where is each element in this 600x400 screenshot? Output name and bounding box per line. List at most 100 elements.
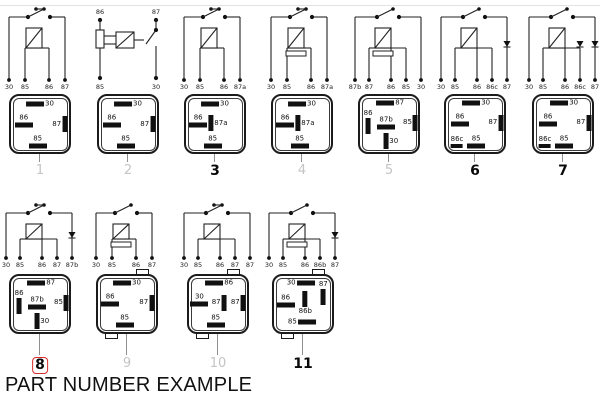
terminal-label: 85: [196, 83, 204, 91]
terminal-label: 30: [265, 261, 273, 269]
socket-pin-86: 86: [14, 114, 33, 128]
socket-pin-85: 85: [115, 313, 134, 328]
pin-label: 87: [46, 278, 56, 287]
pin-bar: [205, 280, 224, 286]
socket-pin-87: 87: [211, 294, 227, 311]
pin-bar: [62, 116, 68, 132]
relay-part-number-9[interactable]: 9: [122, 356, 132, 371]
relay-part-number-10[interactable]: 10: [209, 356, 227, 371]
pin-bar: [14, 122, 33, 128]
terminal-label: 30: [2, 261, 10, 269]
pin-label: 30: [194, 292, 204, 301]
relay-part-number-1[interactable]: 1: [35, 163, 45, 178]
pin-label: 86: [193, 113, 203, 122]
pin-label: 86c: [538, 134, 552, 143]
relay-part-number-5[interactable]: 5: [384, 163, 394, 178]
terminal-label: 87: [503, 83, 511, 91]
socket-pin-86c: 86c: [538, 134, 552, 148]
pin-label: 30: [133, 99, 142, 108]
relay-part-number-3[interactable]: 3: [210, 163, 220, 179]
number-connector-line: [126, 334, 127, 355]
relay-part-number-6[interactable]: 6: [470, 163, 480, 179]
socket-pin-87: 87: [488, 114, 504, 131]
pin-bar: [276, 122, 295, 128]
pin-bar: [206, 322, 225, 328]
pin-bar: [288, 101, 307, 107]
pin-label: 87: [52, 119, 62, 128]
pin-bar: [27, 280, 46, 286]
pin-label: 85: [402, 118, 412, 127]
pin-label: 86: [107, 113, 117, 122]
pin-label: 85: [295, 134, 305, 143]
socket-pin-30: 30: [113, 279, 141, 287]
pin-bar: [296, 280, 315, 286]
terminal-label: 87: [231, 261, 239, 269]
terminal-label: 85: [16, 261, 24, 269]
terminal-label: 86: [561, 83, 569, 91]
relay-part-number-8[interactable]: 8: [32, 357, 48, 375]
socket-pin-86: 86: [102, 113, 121, 128]
socket-pin-87a: 87a: [208, 115, 227, 132]
pin-label: 87: [230, 298, 240, 307]
terminal-label: 86c: [486, 83, 498, 91]
part-number-highlight-box[interactable]: 8: [32, 357, 48, 375]
pin-label: 85: [33, 134, 43, 143]
socket-pin-86: 86: [15, 289, 24, 314]
pin-bar: [149, 294, 155, 311]
socket-tab: [196, 333, 209, 339]
socket-pin-30: 30: [288, 100, 316, 107]
pin-label: 86: [105, 292, 115, 301]
pin-bar: [295, 115, 301, 132]
pin-label: 85: [120, 313, 130, 322]
pin-bar: [467, 143, 486, 149]
pin-bar: [586, 114, 592, 131]
terminal-label: 87a: [234, 83, 246, 91]
pin-label: 30: [307, 99, 316, 108]
pin-label: 30: [481, 98, 491, 107]
terminal-label: 86: [307, 83, 315, 91]
terminal-label: 86: [220, 83, 228, 91]
pin-bar: [115, 322, 134, 328]
socket-pin-86: 86: [189, 113, 208, 128]
socket-tab: [281, 333, 294, 339]
socket-tab: [227, 269, 240, 275]
pin-label: 87: [211, 298, 221, 307]
relay-schematic: 30 85 86 87a: [173, 4, 257, 92]
terminal-label: 86: [132, 261, 140, 269]
pin-bar: [498, 114, 504, 131]
relay-part-number-7[interactable]: 7: [558, 163, 568, 179]
pin-bar: [302, 290, 308, 307]
terminal-label: 85: [279, 261, 287, 269]
terminal-label: 30: [180, 83, 188, 91]
pin-bar: [63, 294, 69, 311]
pin-label: 30: [569, 98, 579, 107]
terminal-label: 87: [61, 83, 69, 91]
pin-label: 86: [543, 112, 553, 121]
terminal-label: 86: [387, 83, 395, 91]
relay-part-number-4[interactable]: 4: [297, 163, 307, 178]
pin-bar: [555, 143, 574, 149]
relay-part-number-2[interactable]: 2: [123, 163, 133, 178]
pin-bar: [116, 143, 135, 149]
pin-bar: [203, 143, 222, 149]
terminal-label: 85: [21, 83, 29, 91]
terminal-label: 30: [267, 83, 275, 91]
pin-label: 86: [455, 112, 465, 121]
pin-bar: [550, 100, 569, 106]
relay-part-number-11[interactable]: 11: [293, 356, 313, 372]
pin-label: 86b: [298, 306, 312, 315]
number-connector-line: [127, 154, 128, 162]
